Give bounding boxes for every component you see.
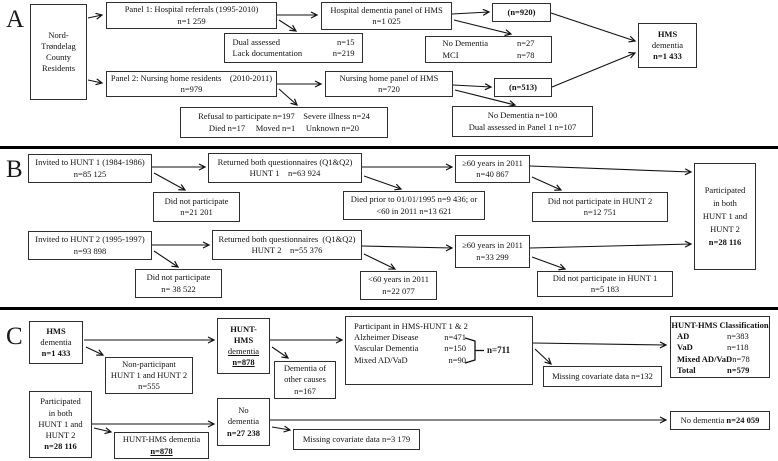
box-died-or-under60: Died prior to 01/01/1995 n=9 436; or <60… [343,191,485,220]
panel-a-label: A [6,6,25,33]
box-invited-hunt1: Invited to HUNT 1 (1984-1986) n=85 125 [28,154,152,183]
box-missing-covariate-132: Missing covariate data n=132 [543,366,662,387]
box-returned-q1q2-hunt2: Returned both questionnaires (Q1&Q2) HUN… [212,230,362,260]
box-participated-both-hunts-c: Participated in both HUNT 1 and HUNT 2 n… [29,391,92,458]
box-no-dementia-24059: No dementia n=24 059 [670,411,770,430]
box-non-participant: Non-participant HUNT 1 and HUNT 2 n=555 [105,357,193,394]
box-n513: (n=513) [494,78,552,97]
box-hospital-dementia-panel: Hospital dementia panel of HMS n=1 025 [321,2,452,30]
box-hms-dementia-c: HMS dementia n=1 433 [29,321,83,364]
box-participated-both-hunts: Participated in both HUNT 1 and HUNT 2 n… [694,163,756,270]
box-did-not-participate-hunt2-followup: Did not participate in HUNT 2 n=12 751 [532,192,668,222]
box-panel2-nursing-home: Panel 2: Nursing home residents (2010-20… [106,71,277,97]
panel-c-label: C [6,323,23,350]
box-nord-trondelag-residents: Nord- Trøndelag County Residents [30,4,87,100]
box-nursing-home-panel: Nursing home panel of HMS n=720 [325,71,453,97]
box-under60-2011: <60 years in 2011 n=22 077 [360,271,437,300]
box-ge60-2011-hunt2: ≥60 years in 2011 n=33 299 [455,235,530,268]
box-panel1-hospital-referrals: Panel 1: Hospital referrals (1995-2010) … [106,2,277,29]
box-invited-hunt2: Invited to HUNT 2 (1995-1997) n=93 898 [28,231,152,260]
box-dementia-other-causes: Dementia of other causes n=167 [274,361,336,399]
box-n920: (n=920) [492,3,551,22]
box-no-dementia-dual-panel1: No Dementia n=100 Dual assessed in Panel… [452,106,593,137]
box-missing-covariate-3179: Missing covariate data n=3 179 [293,429,420,450]
panel-b-label: B [6,156,23,183]
panel-divider-a-b [0,146,778,149]
box-hms-dementia-total: HMS dementia n=1 433 [638,23,697,68]
box-returned-q1q2-hunt1: Returned both questionnaires (Q1&Q2) HUN… [208,153,362,183]
participant-total-n711: n=711 [487,345,511,355]
box-did-not-participate-hunt2: Did not participate n= 38 522 [135,269,222,298]
box-refusal-exclusions: Refusal to participate n=197 Severe illn… [180,107,388,138]
box-hunt-hms-dementia-878: HUNT-HMS dementia n=878 [114,432,209,459]
box-participant-hms-hunt: Participant in HMS-HUNT 1 & 2 Alzheimer … [345,316,533,385]
box-did-not-participate-hunt1: Did not participate n=21 201 [153,192,240,222]
box-no-dementia-c: No dementia n=27 238 [217,398,270,446]
box-hunt-hms-dementia: HUNT- HMS dementia n=878 [217,318,270,374]
box-ge60-2011-hunt1: ≥60 years in 2011 n=40 867 [455,155,530,183]
panel-divider-b-c [0,307,778,310]
box-did-not-participate-hunt1-followup: Did not participate in HUNT 1 n=5 183 [537,271,673,297]
